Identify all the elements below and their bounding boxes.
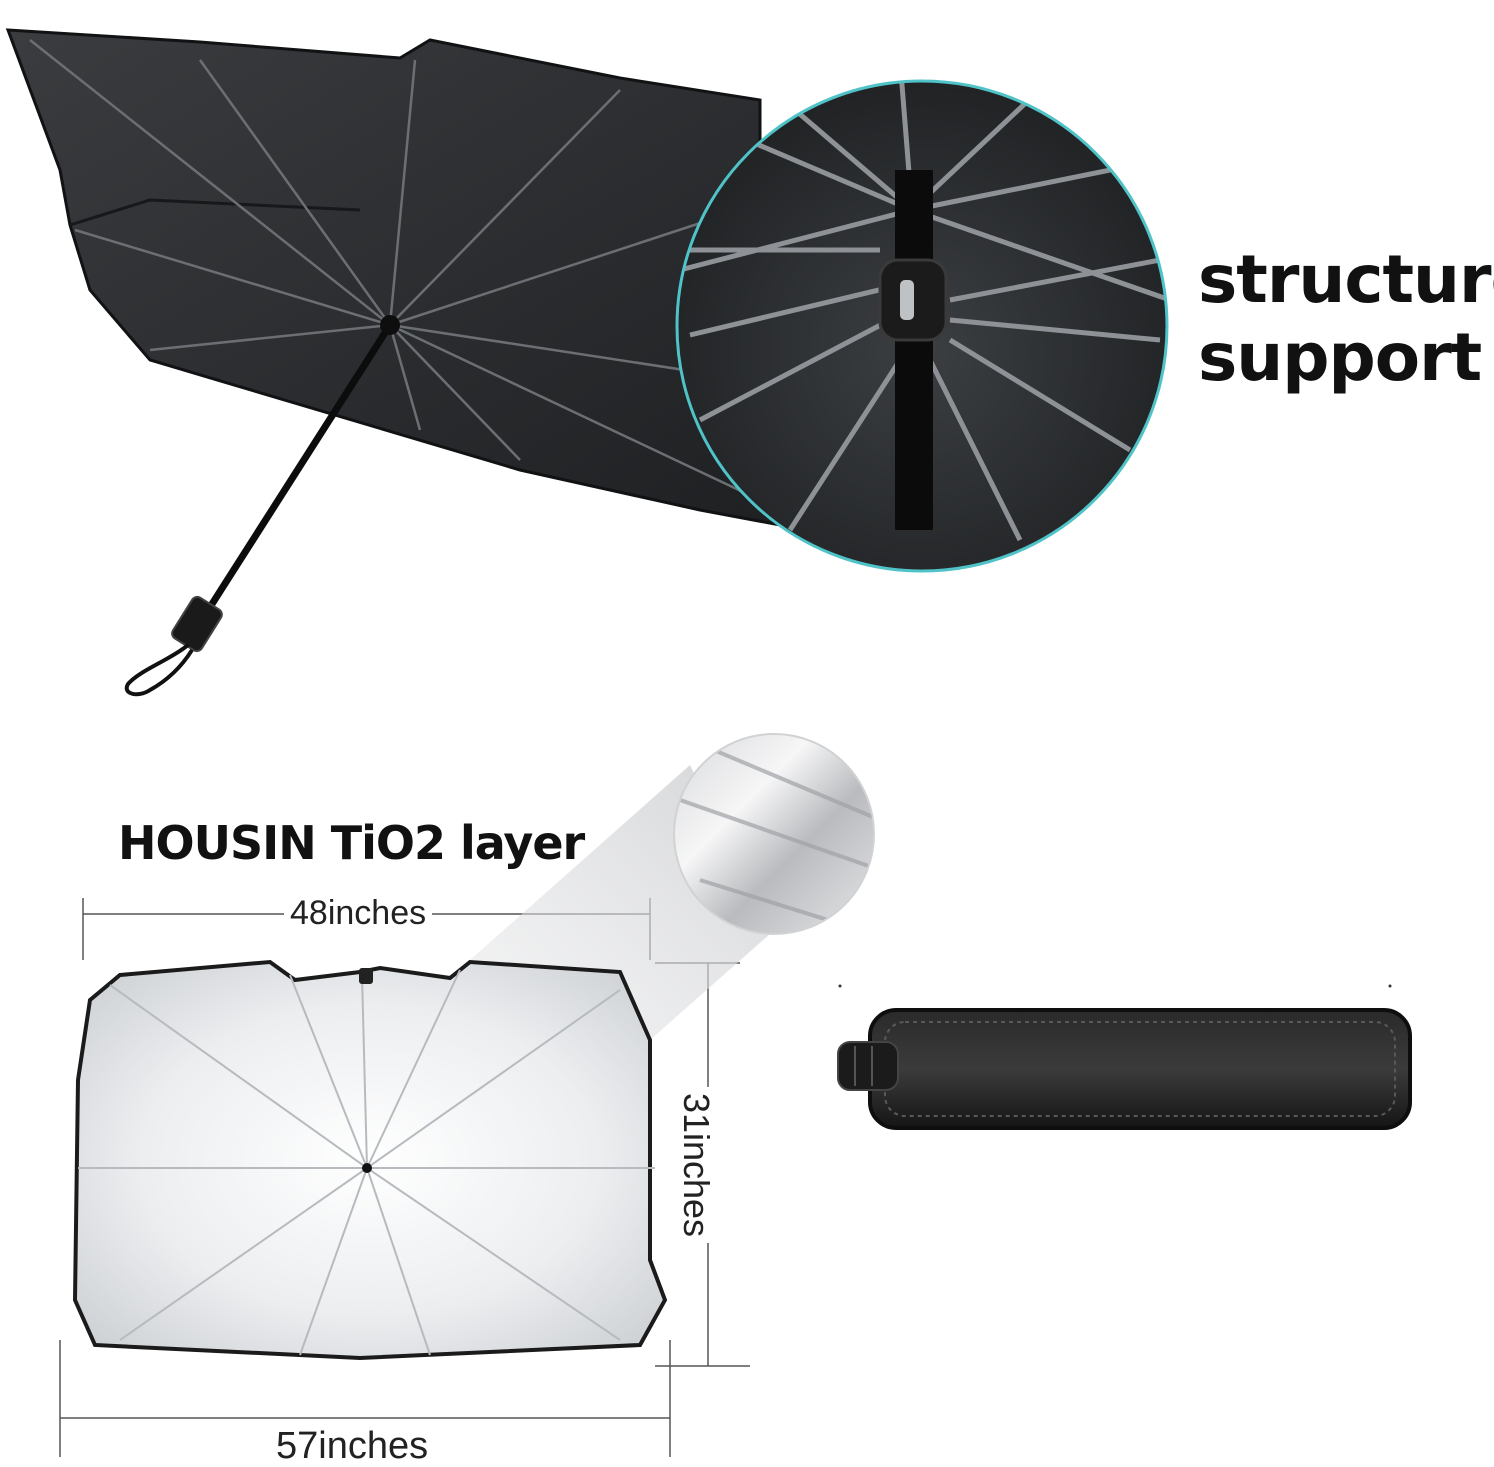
callout-line-structure: structure — [1198, 241, 1494, 318]
umbrella-handle — [171, 595, 223, 653]
reflective-sunshade-illustration — [72, 959, 668, 1361]
sunshade-ribs — [78, 969, 655, 1356]
dimension-height: 31inches — [675, 1086, 718, 1244]
zoom-ring — [675, 79, 1169, 573]
umbrella-sunshade-illustration — [5, 28, 872, 697]
umbrella-ribs — [29, 39, 761, 502]
storage-pouch-illustration — [837, 984, 1412, 1130]
fabric-zoom-circle — [673, 733, 875, 935]
umbrella-shaft — [202, 323, 393, 617]
pouch-handle-cap — [837, 1041, 899, 1091]
dimension-bottom-width: 57inches — [270, 1427, 435, 1465]
layer-title: HOUSIN TiO2 layer — [118, 816, 585, 870]
dimension-top-width: 48inches — [284, 893, 433, 933]
wrist-strap — [124, 643, 194, 697]
callout-line-support: support — [1198, 319, 1482, 396]
